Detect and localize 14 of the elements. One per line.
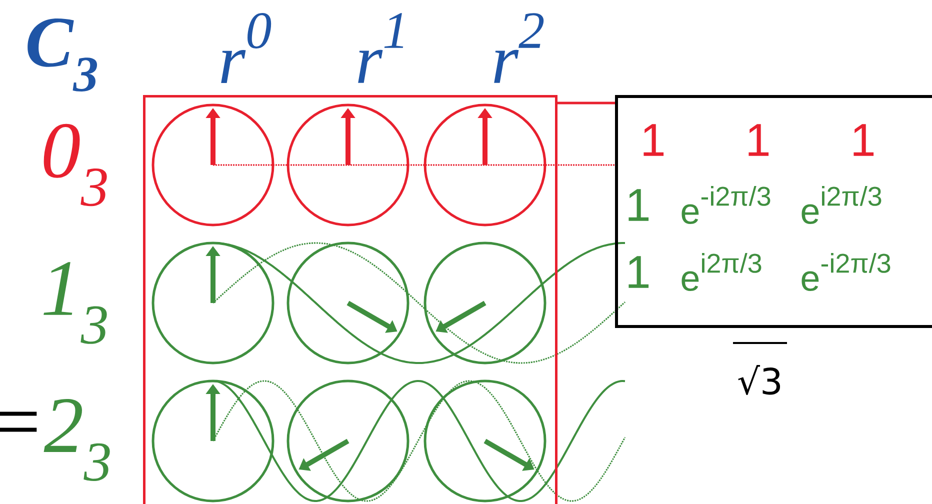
denominator: √3 — [738, 365, 780, 395]
character-value: e$^{-i2π/3}$ — [682, 186, 770, 224]
character-value: 1 — [748, 124, 769, 156]
character-value: e$^{i2π/3}$ — [802, 186, 882, 224]
group-name: C$_{3}$ — [28, 18, 98, 92]
connector-line — [558, 102, 615, 104]
character-value: 1 — [628, 189, 649, 221]
frame-box — [143, 95, 558, 504]
character-value: e$^{-i2π/3}$ — [802, 253, 890, 291]
character-value: 1 — [644, 124, 664, 156]
character-value: e$^{i2π/3}$ — [682, 253, 762, 291]
column-heading: r$^{2}$ — [494, 13, 544, 83]
character-value: 1 — [628, 256, 649, 288]
character-value: 1 — [854, 124, 874, 156]
